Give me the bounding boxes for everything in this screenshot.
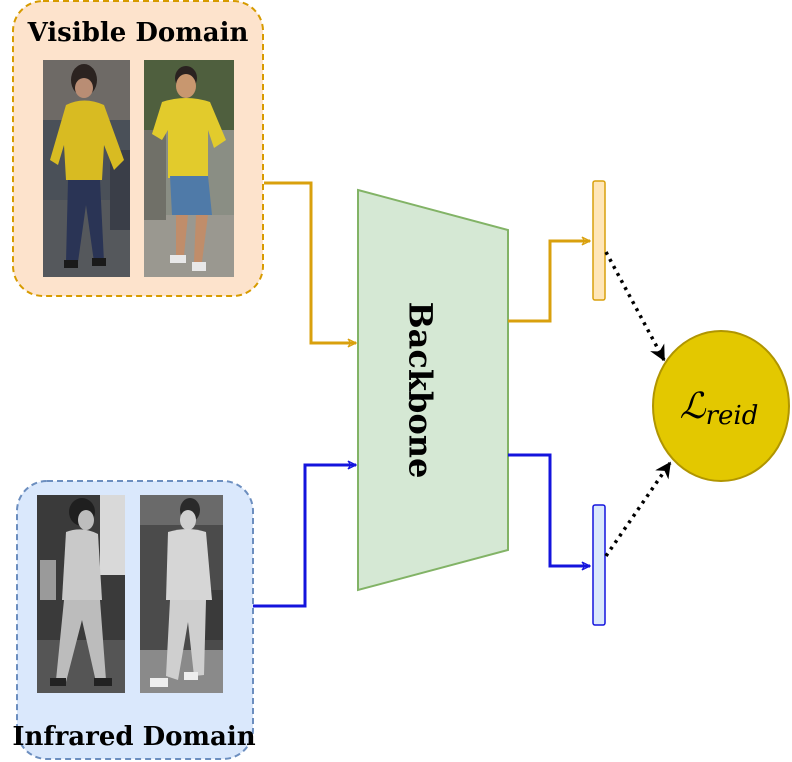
loss-symbol: ℒ [680, 386, 707, 427]
visible-feature-bar [592, 180, 606, 301]
visible-domain-group: Visible Domain [12, 0, 264, 297]
infrared-feature-bar [592, 504, 606, 626]
loss-label: ℒreid [680, 386, 759, 431]
loss-circle [652, 330, 790, 482]
visible-to-backbone-arrow [264, 181, 356, 343]
loss-node: ℒreid [652, 330, 790, 482]
backbone-group: Backbone [357, 188, 509, 592]
backbone-to-infrared-feature-arrow [508, 453, 590, 566]
visible-feature-to-loss-arrow [604, 251, 666, 362]
infrared-domain-group: Infrared Domain [12, 480, 256, 760]
infrared-person-image-1 [37, 495, 125, 693]
loss-subscript: reid [706, 401, 759, 431]
backbone-trapezoid [357, 188, 509, 592]
infrared-to-backbone-arrow [253, 465, 356, 608]
backbone-label: Backbone [402, 302, 440, 479]
visible-domain-title: Visible Domain [27, 18, 249, 48]
infrared-domain-title: Infrared Domain [12, 722, 255, 752]
backbone-to-visible-feature-arrow [508, 241, 590, 323]
visible-person-image-2 [144, 60, 234, 277]
visible-person-image-1 [43, 60, 130, 277]
infrared-person-image-2 [140, 495, 223, 693]
infrared-feature-to-loss-arrow [604, 461, 672, 557]
